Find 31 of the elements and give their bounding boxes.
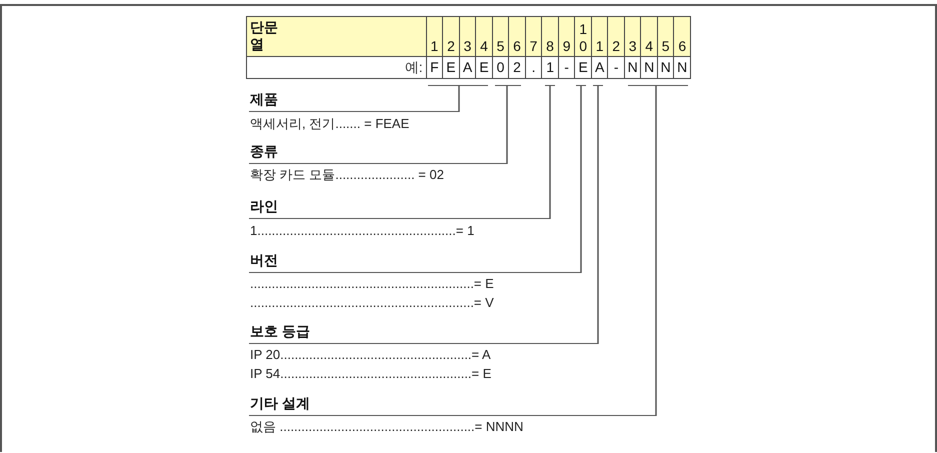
section-heading: 기타 설계 [249,395,656,416]
option-text: 확장 카드 모듈...................... = 02 [250,167,444,183]
table-cell: 8 [541,16,559,57]
header-text: 단문 열 [250,19,279,53]
section-heading: 라인 [249,198,550,219]
section-heading: 버전 [249,252,581,273]
leader-line [458,86,460,112]
option-text: ..............................................................= V [250,295,494,311]
table-cell: 2 [442,16,460,57]
table-cell: 예: [246,56,427,79]
leader-line [506,86,508,164]
table-cell: N [673,56,691,79]
option-text: IP 20.....................................................= A [250,347,491,363]
option-text: 액세서리, 전기....... = FEAE [250,116,410,132]
section-heading: 보호 등급 [249,323,598,344]
section-heading: 종류 [249,143,507,164]
leader-line [655,86,657,416]
section-heading: 제품 [249,91,459,112]
option-text: IP 54.....................................................= E [250,366,492,382]
leader-line [549,86,551,219]
leader-line [597,86,599,344]
table-cell: 4 [640,16,658,57]
table-cell: 10 [574,16,592,57]
option-text: 없음 ......................................................= NNNN [250,419,524,435]
table-cell: 6 [673,16,691,57]
option-text: 1.......................................................= 1 [250,223,474,239]
table-cell: 4 [475,16,493,57]
table-cell: 6 [508,16,526,57]
option-text: ..............................................................= E [250,276,494,292]
leader-line [580,86,582,273]
table-cell: 2 [607,16,625,57]
